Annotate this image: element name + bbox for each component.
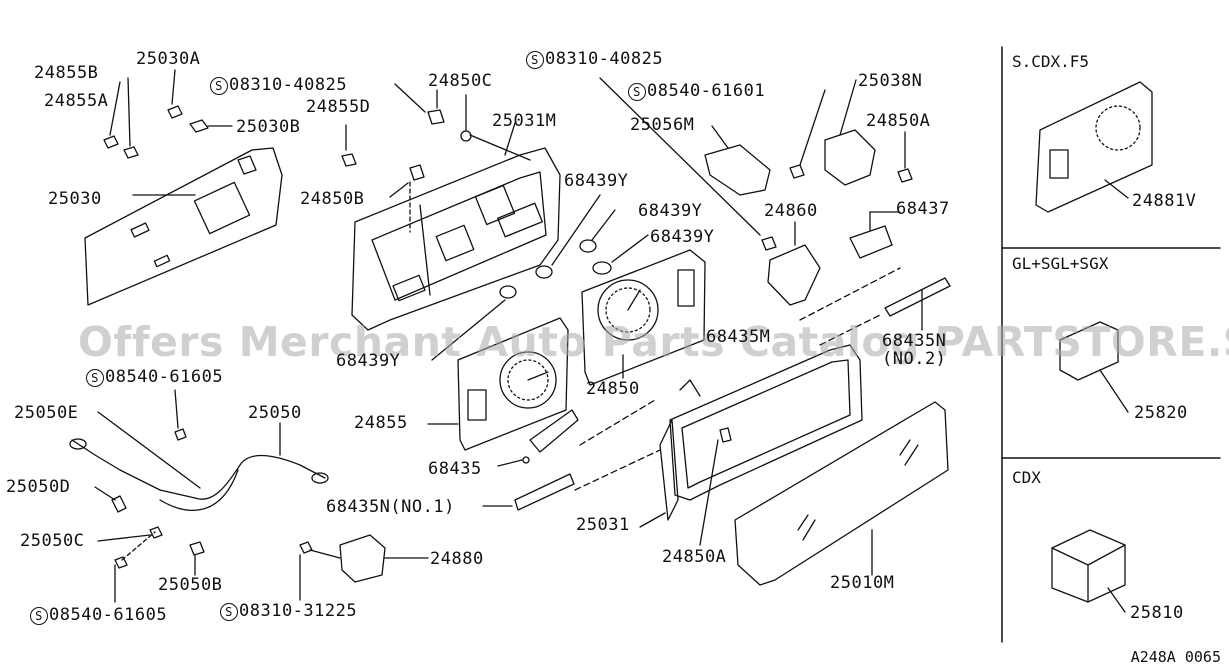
label-24855D[interactable]: 24855D <box>306 97 371 117</box>
label-68435N-no2[interactable]: 68435N <box>882 331 947 351</box>
label-25050[interactable]: 25050 <box>248 403 302 423</box>
label-68439Y-2[interactable]: 68439Y <box>638 201 703 221</box>
part-68435-plates <box>482 399 661 511</box>
label-68439Y-1[interactable]: 68439Y <box>564 171 629 191</box>
label-25031M[interactable]: 25031M <box>492 111 557 131</box>
label-25030A[interactable]: 25030A <box>136 49 201 69</box>
label-24855B[interactable]: 24855B <box>34 63 99 83</box>
part-25010M-glass <box>734 401 949 586</box>
part-25030-cover <box>84 147 283 306</box>
part-24850-gauge <box>581 249 706 386</box>
label-25050D[interactable]: 25050D <box>6 477 71 497</box>
label-24850C[interactable]: 24850C <box>428 71 493 91</box>
label-25820[interactable]: 25820 <box>1134 403 1188 423</box>
part-68435N-no2 <box>819 277 951 346</box>
s-symbol-icon: S <box>210 77 228 95</box>
label-24850A-bottom[interactable]: 24850A <box>662 547 727 567</box>
label-68439Y-3[interactable]: 68439Y <box>650 227 715 247</box>
inset-25810 <box>1051 529 1126 613</box>
label-24850A-top[interactable]: 24850A <box>866 111 931 131</box>
label-25030[interactable]: 25030 <box>48 189 102 209</box>
label-25050E[interactable]: 25050E <box>14 403 79 423</box>
s-symbol-icon: S <box>30 607 48 625</box>
label-68435[interactable]: 68435 <box>428 459 482 479</box>
diagram-code: A248A 0065 <box>1130 648 1221 666</box>
label-24855[interactable]: 24855 <box>354 413 408 433</box>
screws-top <box>341 83 472 198</box>
lamp-sockets <box>431 194 649 361</box>
label-25050C[interactable]: 25050C <box>20 531 85 551</box>
section-title-cdx: CDX <box>1012 468 1041 487</box>
part-24860-unit <box>599 77 913 306</box>
label-24850[interactable]: 24850 <box>586 379 640 399</box>
label-68439Y-4[interactable]: 68439Y <box>336 351 401 371</box>
s-symbol-icon: S <box>526 51 544 69</box>
label-25010M[interactable]: 25010M <box>830 573 895 593</box>
label-24855A[interactable]: 24855A <box>44 91 109 111</box>
label-25030B[interactable]: 25030B <box>236 117 301 137</box>
part-24855-gauge <box>427 317 569 451</box>
part-25031-bezel <box>639 344 863 546</box>
label-25056M[interactable]: 25056M <box>630 115 695 135</box>
label-24880[interactable]: 24880 <box>430 549 484 569</box>
section-title-scdx: S.CDX.F5 <box>1012 52 1090 71</box>
label-24881V[interactable]: 24881V <box>1132 191 1197 211</box>
s-symbol-icon: S <box>628 83 646 101</box>
inset-24881V <box>1035 81 1153 213</box>
clips-24855 <box>103 69 233 196</box>
label-25038N[interactable]: 25038N <box>858 71 923 91</box>
label-68435M[interactable]: 68435M <box>706 327 771 347</box>
s-symbol-icon: S <box>86 369 104 387</box>
label-25031[interactable]: 25031 <box>576 515 630 535</box>
part-68437 <box>799 211 901 321</box>
label-24860[interactable]: 24860 <box>764 201 818 221</box>
label-25050B[interactable]: 25050B <box>158 575 223 595</box>
label-68435N-no1[interactable]: 68435N(NO.1) <box>326 497 455 517</box>
part-25031M-housing <box>351 122 561 331</box>
s-symbol-icon: S <box>220 603 238 621</box>
watermark: Offers Merchant Auto Parts Catalog PARTS… <box>78 318 1229 366</box>
label-25810[interactable]: 25810 <box>1130 603 1184 623</box>
part-24880-switch <box>299 534 429 601</box>
section-title-gl: GL+SGL+SGX <box>1012 254 1109 273</box>
label-24850B[interactable]: 24850B <box>300 189 365 209</box>
inset-25820 <box>1059 321 1129 413</box>
part-25050-cable <box>69 389 329 603</box>
label-68435N-no2-sub: (NO.2) <box>882 349 947 369</box>
section-dividers <box>1001 46 1221 643</box>
label-68437[interactable]: 68437 <box>896 199 950 219</box>
